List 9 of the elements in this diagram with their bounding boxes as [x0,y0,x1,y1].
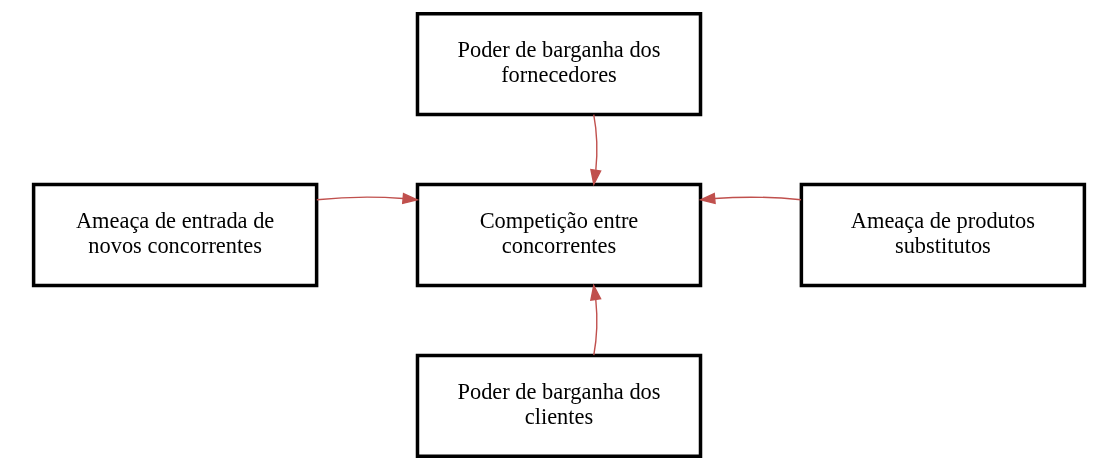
arrow [590,113,602,187]
arrow [316,192,420,205]
node-box: Ameaça de produtos substitutos [799,182,1087,288]
node-box: Poder de barganha dos fornecedores [415,11,703,117]
node-box: Poder de barganha dos clientes [415,353,703,459]
node-box: Ameaça de entrada de novos concorrentes [31,182,319,288]
arrow [590,283,602,356]
node-box: Competição entre concorrentes [415,182,703,288]
arrow [698,192,802,205]
